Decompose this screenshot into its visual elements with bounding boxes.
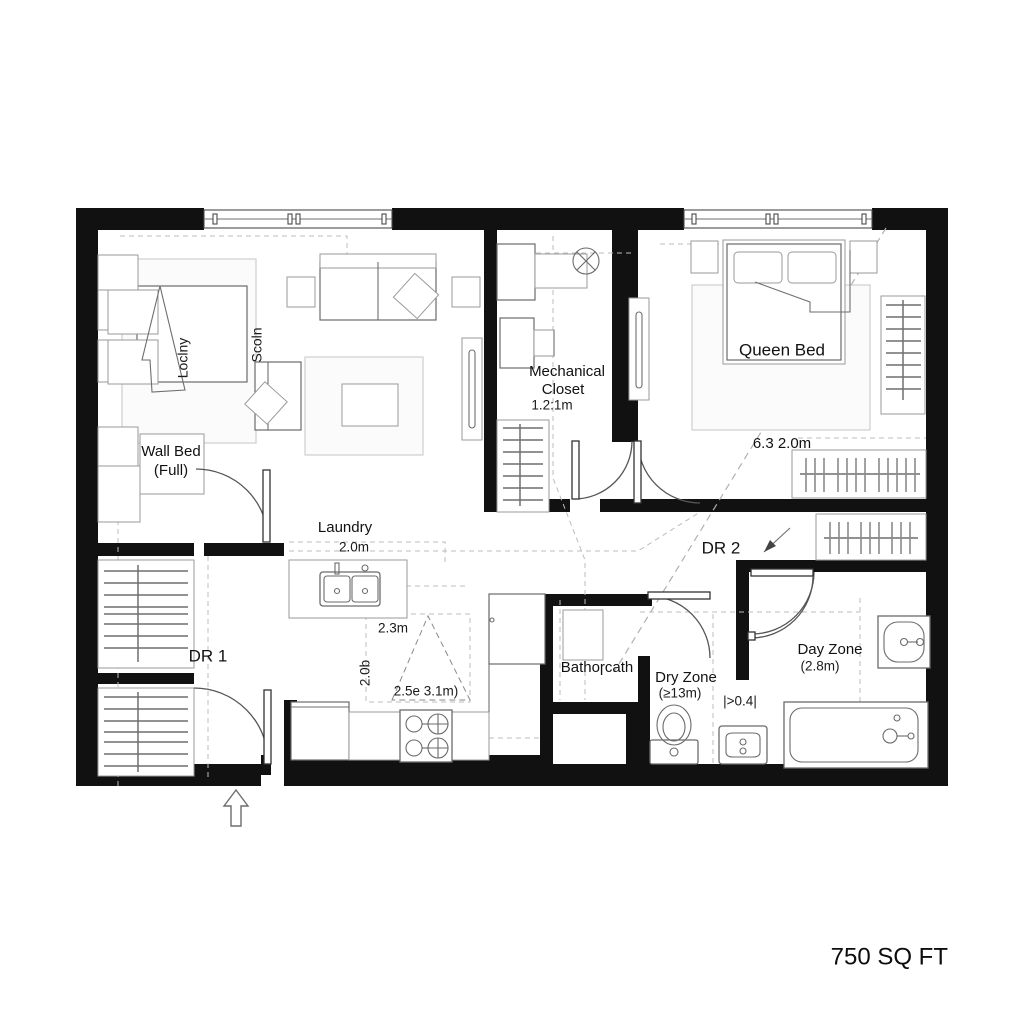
entry-door (193, 687, 272, 765)
label-day-zone-dim: (2.8m) (800, 659, 839, 674)
mechanical-closet-equipment (496, 243, 650, 513)
label-dr1: DR 1 (189, 646, 228, 665)
window-group (203, 209, 873, 229)
label-dr2: DR 2 (702, 538, 741, 557)
dr2-pointer-arrow (763, 527, 791, 553)
bedroom-door (633, 440, 701, 504)
window-living (203, 209, 393, 229)
label-laundry-dim: 2.0m (339, 540, 369, 555)
label-mechanical-2: Closet (542, 381, 585, 398)
label-salon: Scoln (249, 327, 265, 362)
kitchen-laundry-fixtures (288, 559, 546, 763)
label-dry-zone-dim: (≥13m) (659, 686, 702, 701)
dr1-closets (97, 559, 195, 777)
label-bath: Bathoɼcath (561, 659, 634, 676)
room-labels: Loclny Scoln Wall Bed (Full) Mechanical … (141, 327, 862, 708)
label-kitchen-width: 2.3m (378, 621, 408, 636)
entry-direction-arrow (222, 788, 250, 827)
bathroom-fixtures (562, 609, 931, 769)
bathtub-icon (783, 701, 929, 769)
label-bedroom-dim: 6.3 2.0m (753, 435, 811, 452)
toilet-icon (649, 704, 699, 765)
wall-bed-group (97, 433, 205, 523)
label-kitchen-triangle: 2.5e 3.1m) (394, 684, 459, 699)
label-dry-zone: Dry Zone (655, 669, 717, 686)
bedroom-furniture (690, 239, 927, 561)
vanity-sink-icon (877, 615, 931, 669)
bathroom-door (647, 591, 711, 659)
label-laundry: Laundry (318, 519, 373, 536)
dayzone-door (747, 568, 815, 641)
label-mechanical-1: Mechanical (529, 363, 605, 380)
window-bedroom (683, 209, 873, 229)
label-wall-bed-size: (Full) (154, 462, 188, 479)
door-group (193, 440, 815, 765)
label-kitchen-height: 2.0b (358, 660, 373, 686)
label-day-zone: Day Zone (797, 641, 862, 658)
living-room-furniture (97, 253, 483, 468)
area-note: 750 SQ FT (831, 943, 949, 970)
label-wall-bed: Wall Bed (141, 443, 200, 460)
lavatory-sink-icon (718, 725, 768, 765)
label-clearance: |>0.4| (723, 694, 757, 709)
label-living-nook: Loclny (175, 338, 191, 378)
mechanical-closet-door (571, 440, 633, 500)
dr1-door (195, 468, 271, 543)
label-queen-bed: Queen Bed (739, 340, 825, 359)
label-mechanical-dim: 1.2:1m (531, 398, 572, 413)
